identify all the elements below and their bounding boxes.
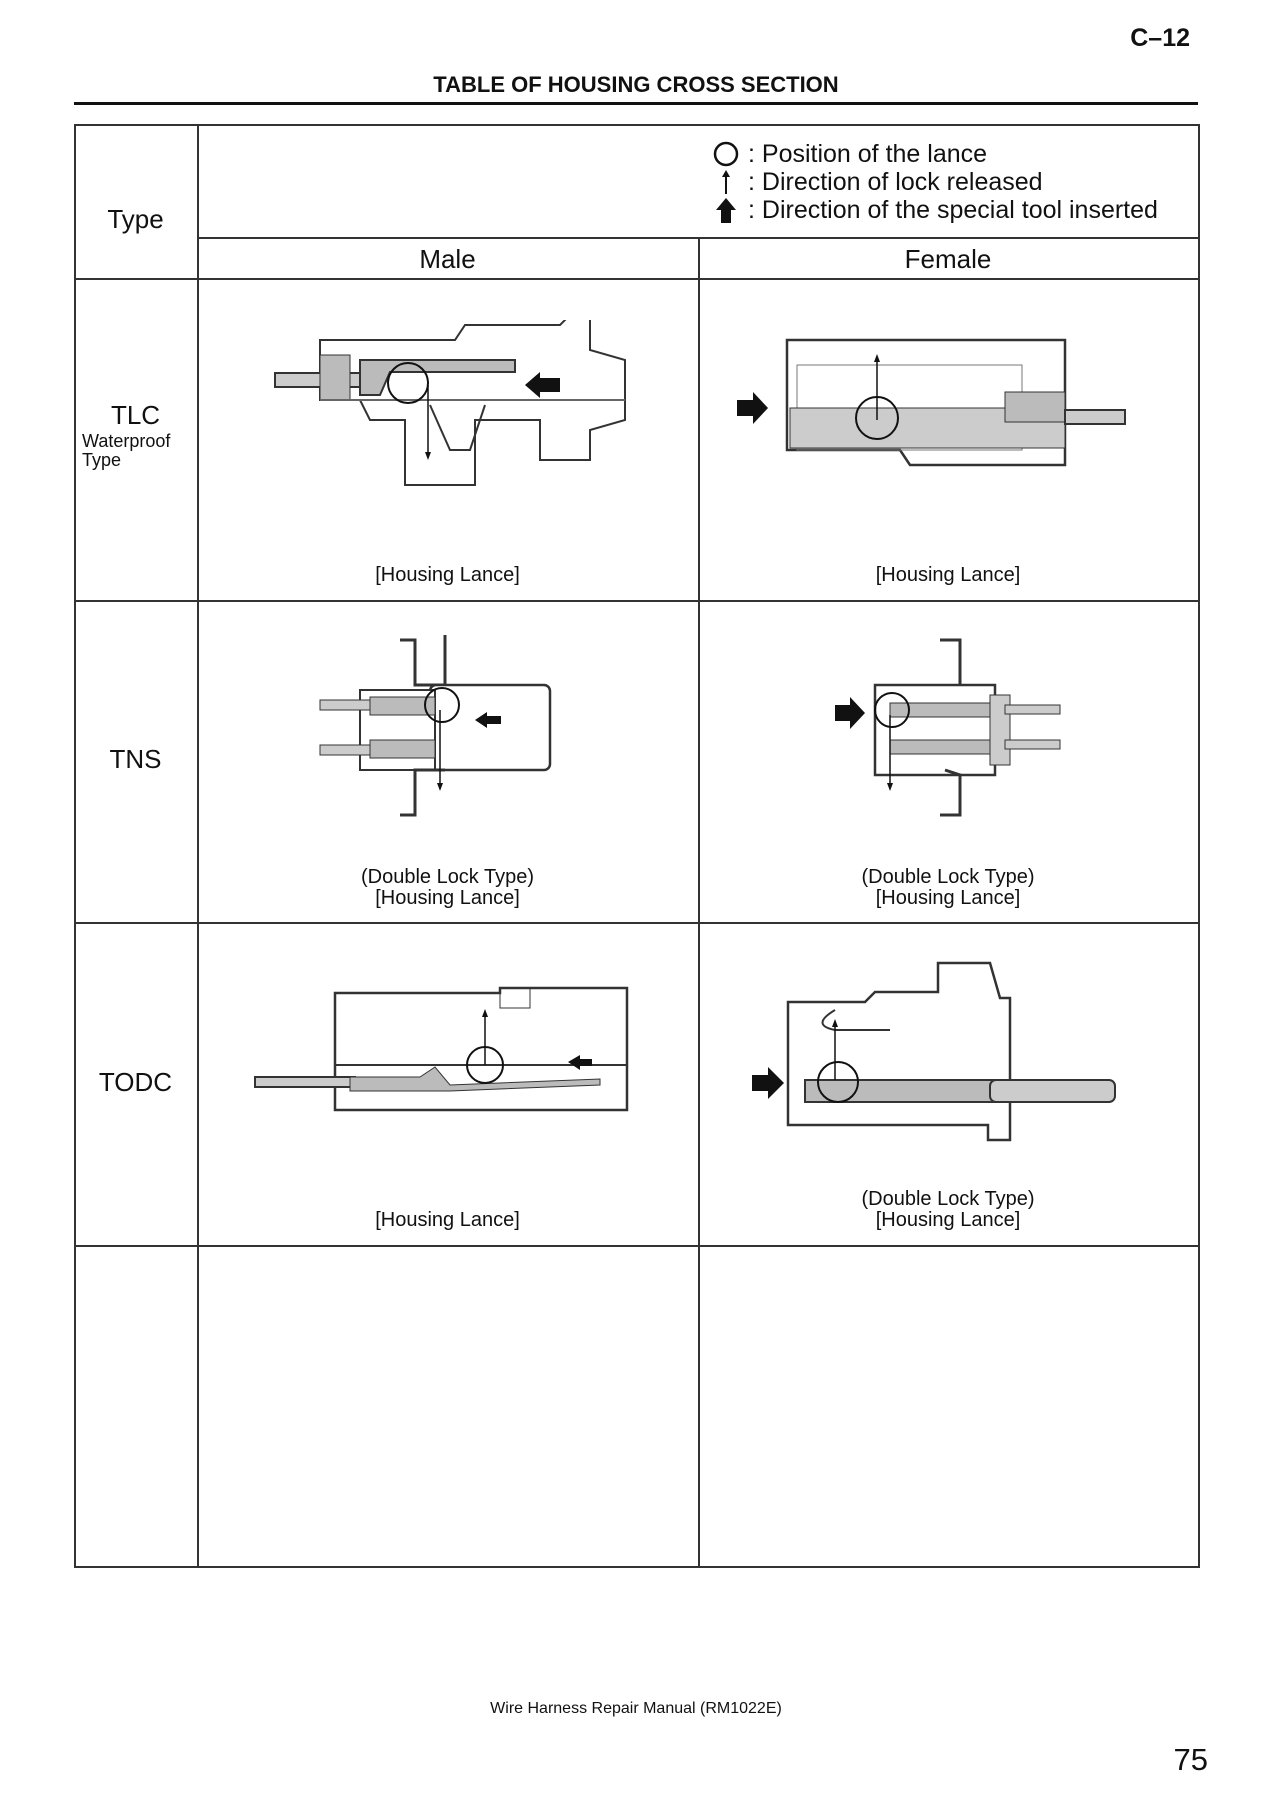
caption: (Double Lock Type)[Housing Lance] (360, 866, 535, 909)
row-type-todc: TODC (98, 1067, 173, 1097)
page-number: 75 (1173, 1742, 1208, 1777)
footer: Wire Harness Repair Manual (RM1022E) (490, 1700, 782, 1717)
legend-item: : Position of the lance (712, 140, 1158, 168)
circle-icon (713, 141, 739, 167)
todc-female-diagram (752, 961, 1116, 1142)
todc-male-diagram (254, 986, 629, 1112)
row-type-tns: TNS (109, 744, 162, 774)
tns-male-diagram (319, 635, 552, 817)
thin-arrow-up-icon (722, 170, 730, 194)
caption: [Housing Lance] (375, 564, 520, 586)
legend: : Position of the lance : Direction of l… (712, 140, 1158, 224)
header-type: Type (107, 204, 164, 234)
legend-item: : Direction of the special tool inserted (712, 196, 1158, 224)
caption: (Double Lock Type)[Housing Lance] (861, 866, 1035, 909)
tlc-male-diagram (274, 320, 626, 486)
title-rule (74, 102, 1198, 105)
bold-arrow-up-icon (716, 198, 736, 223)
caption: [Housing Lance] (375, 1209, 520, 1231)
tlc-female-diagram (737, 338, 1126, 467)
row-subtype: Waterproof Type (82, 431, 171, 470)
header-male: Male (419, 244, 476, 274)
header-female: Female (904, 244, 992, 274)
page-title: TABLE OF HOUSING CROSS SECTION (433, 72, 839, 97)
tns-female-diagram (835, 638, 1061, 817)
caption: (Double Lock Type)[Housing Lance] (861, 1188, 1035, 1231)
legend-item: : Direction of lock released (712, 168, 1158, 196)
row-type-tlc: TLC (110, 400, 161, 430)
caption: [Housing Lance] (875, 564, 1021, 586)
page-code: C–12 (1130, 24, 1190, 52)
